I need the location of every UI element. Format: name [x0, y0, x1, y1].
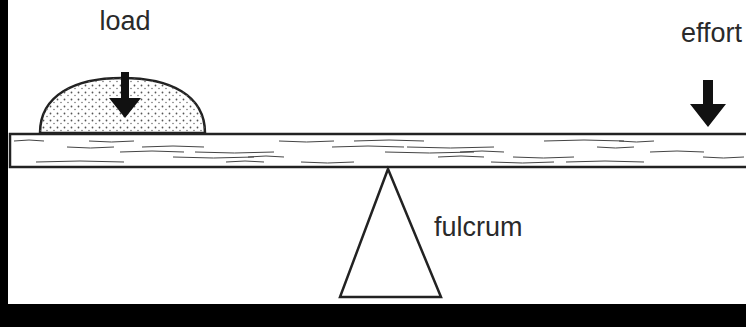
grain-line [332, 146, 404, 147]
effort-arrow [690, 80, 726, 127]
grain-line [407, 147, 494, 148]
grain-line [142, 146, 204, 147]
grain-line [301, 162, 354, 163]
grain-line [354, 140, 424, 141]
grain-line [703, 157, 744, 158]
grain-line [279, 141, 334, 142]
grain-line [619, 141, 654, 142]
grain-line [14, 140, 44, 141]
load-label: load [99, 8, 150, 35]
grain-line [491, 162, 554, 163]
effort-label: effort [681, 20, 742, 47]
grain-line [650, 151, 704, 152]
grain-line [460, 151, 504, 152]
wood-grain [14, 140, 744, 163]
grain-line [226, 161, 264, 162]
grain-line [36, 161, 124, 162]
lever-plank [10, 134, 746, 167]
grain-line [513, 157, 574, 158]
grain-line [173, 157, 254, 158]
grain-line [438, 156, 484, 157]
grain-line [120, 151, 184, 152]
grain-line [566, 161, 644, 162]
grain-line [89, 141, 134, 142]
grain-line [67, 147, 114, 148]
grain-line [195, 152, 274, 153]
grain-line [248, 156, 284, 157]
fulcrum-label: fulcrum [434, 214, 523, 241]
load-arrow [109, 72, 141, 118]
fulcrum-triangle [340, 169, 441, 297]
grain-line [597, 147, 634, 148]
grain-line [544, 140, 624, 141]
